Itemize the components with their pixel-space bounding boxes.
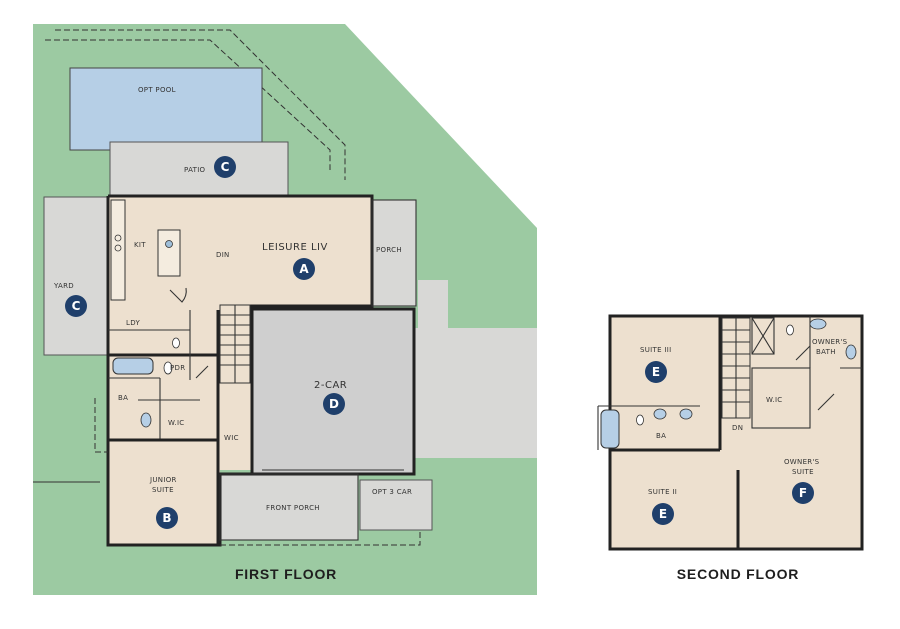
room-label-junior-1: JUNIOR xyxy=(149,476,177,484)
marker-d: D xyxy=(323,393,345,415)
door-swing xyxy=(195,365,209,379)
room-label-kitchen: KIT xyxy=(134,241,146,249)
room-label-closet-2: WIC xyxy=(224,434,239,442)
svg-text:C: C xyxy=(72,299,81,313)
first-floor-label: FIRST FLOOR xyxy=(235,566,337,582)
svg-text:E: E xyxy=(652,365,660,379)
bathtub-icon xyxy=(112,357,154,375)
property-line xyxy=(45,39,331,170)
door-swing xyxy=(817,393,835,411)
bathtub-icon xyxy=(600,409,620,449)
marker-a: A xyxy=(293,258,315,280)
cooktop-icon xyxy=(114,234,122,242)
svg-text:F: F xyxy=(799,486,807,500)
linen-closet xyxy=(751,317,775,355)
sink-icon xyxy=(165,240,173,248)
patio xyxy=(109,141,289,197)
svg-text:A: A xyxy=(299,262,309,276)
room-label-owners-bath-1: OWNER'S xyxy=(812,338,848,346)
sink-icon xyxy=(140,412,152,428)
room-label-suite-ii: SUITE II xyxy=(648,488,677,496)
room-label-garage: 2-CAR xyxy=(314,380,347,391)
svg-text:E: E xyxy=(659,507,667,521)
room-label-dining: DIN xyxy=(216,251,230,259)
room-label-front-porch: FRONT PORCH xyxy=(266,504,320,512)
second-floor-label: SECOND FLOOR xyxy=(677,566,799,582)
toilet-icon xyxy=(636,414,644,426)
room-label-junior-2: SUITE xyxy=(152,486,174,494)
marker-e-lower: E xyxy=(652,503,674,525)
sink-icon xyxy=(653,408,667,420)
tub-icon xyxy=(809,318,827,330)
svg-text:C: C xyxy=(221,160,230,174)
room-label-owners-suite-1: OWNER'S xyxy=(784,458,820,466)
room-label-patio: PATIO xyxy=(184,166,206,174)
room-label-bath: BA xyxy=(118,394,128,402)
toilet-icon xyxy=(163,361,173,375)
marker-f: F xyxy=(792,482,814,504)
room-label-down: DN xyxy=(732,424,743,432)
sink-icon xyxy=(845,344,857,360)
optional-third-car xyxy=(359,479,433,531)
staircase xyxy=(219,304,251,384)
overhang-line xyxy=(94,398,108,453)
door-swing xyxy=(169,287,187,303)
svg-text:D: D xyxy=(329,397,339,411)
front-porch-outline xyxy=(219,473,359,541)
room-label-leisure: LEISURE LIV xyxy=(262,242,328,253)
closet-outline xyxy=(751,367,811,429)
front-porch xyxy=(220,474,358,540)
kitchen-counter xyxy=(110,199,126,301)
driveway xyxy=(414,328,537,458)
room-label-closet: W.IC xyxy=(168,419,185,427)
room-label-pool: OPT POOL xyxy=(138,86,176,94)
room-label-owners-suite-2: SUITE xyxy=(792,468,814,476)
sink-icon xyxy=(679,408,693,420)
toilet-icon xyxy=(786,324,794,336)
room-label-porch: PORCH xyxy=(376,246,402,254)
kitchen-island xyxy=(157,229,181,277)
room-label-powder: PDR xyxy=(170,364,185,372)
marker-b: B xyxy=(156,507,178,529)
svg-text:B: B xyxy=(162,511,171,525)
room-label-laundry: LDY xyxy=(126,319,141,327)
yard xyxy=(43,196,111,356)
room-label-closet: W.IC xyxy=(766,396,783,404)
marker-e-upper: E xyxy=(645,361,667,383)
porch xyxy=(372,200,416,306)
first-floor-plan: OPT POOL PATIO YARD KIT DIN LEISURE LIV … xyxy=(33,24,537,595)
side-walk xyxy=(418,280,448,330)
garage xyxy=(252,309,414,474)
cooktop-icon xyxy=(114,244,122,252)
property-line xyxy=(55,29,346,180)
marker-c-patio: C xyxy=(214,156,236,178)
room-label-bath: BA xyxy=(656,432,666,440)
overhang-line xyxy=(220,532,421,546)
staircase xyxy=(721,317,751,419)
second-floor-plan: SUITE III BA DN W.IC OWNER'S BATH SUITE … xyxy=(597,314,864,582)
porch-outline xyxy=(371,199,417,307)
room-label-yard: YARD xyxy=(53,282,74,290)
room-label-owners-bath-2: BATH xyxy=(816,348,836,356)
marker-c-yard: C xyxy=(65,295,87,317)
pool xyxy=(69,67,263,151)
room-label-suite-iii: SUITE III xyxy=(640,346,671,354)
door-swing xyxy=(795,345,811,361)
toilet-icon xyxy=(172,337,180,349)
room-label-opt-garage: OPT 3 CAR xyxy=(372,488,412,496)
linen-closet xyxy=(751,317,775,355)
